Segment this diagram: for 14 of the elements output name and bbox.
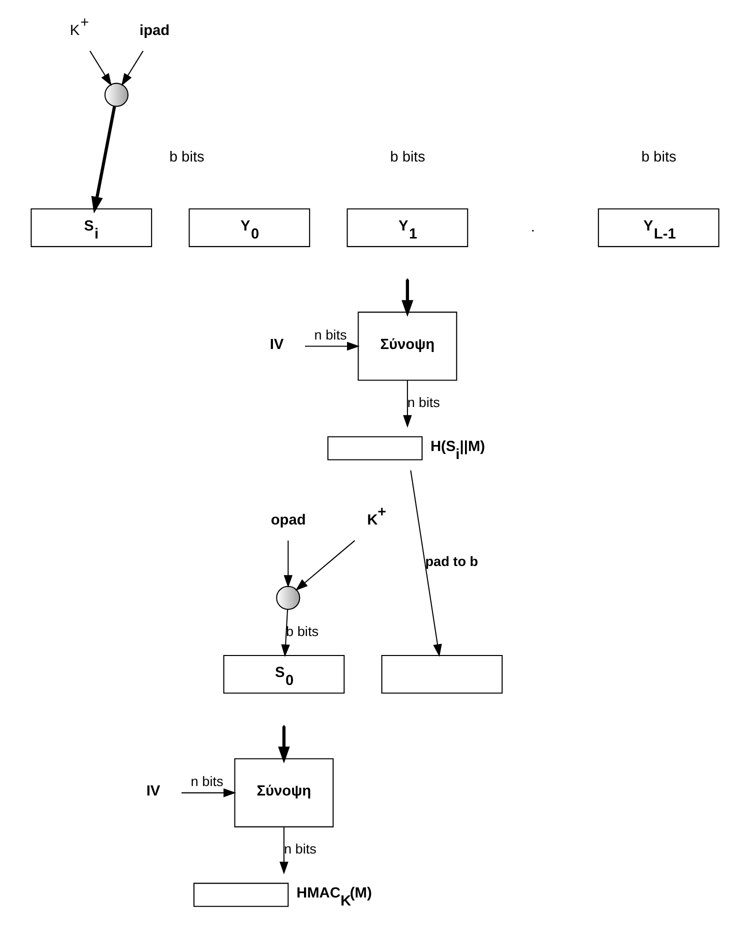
edge-label: n bits <box>314 326 346 342</box>
label: b bits <box>390 148 425 165</box>
node-text: opad <box>270 512 306 528</box>
label: b bits <box>168 148 204 165</box>
edge-label: pad to b <box>424 553 478 568</box>
label: b bits <box>640 148 676 165</box>
node-text: IV <box>269 336 284 353</box>
edge-label: n bits <box>406 394 440 410</box>
edge-label: b bits <box>286 624 318 639</box>
node-text: ipad <box>139 22 170 38</box>
edge-label: n bits <box>283 840 316 856</box>
node-text: IV <box>146 783 160 800</box>
label: . <box>530 219 535 236</box>
edge-label: n bits <box>190 773 223 788</box>
